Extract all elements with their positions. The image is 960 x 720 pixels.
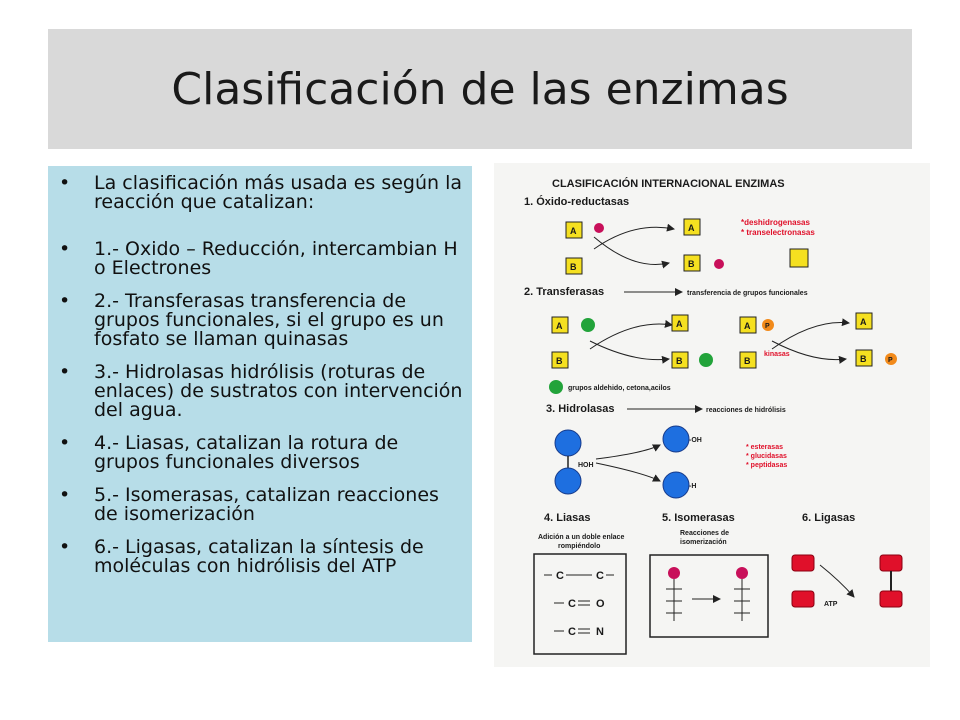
svg-text:A: A [688, 223, 695, 233]
sec3-label: 3. Hidrolasas [546, 403, 614, 415]
bullet-transferasas: 2.- Transferasas transferencia de grupos… [48, 292, 472, 349]
sec1-a-left [565, 221, 583, 239]
sec1-a-right [683, 218, 701, 236]
svg-text:A: A [570, 226, 577, 236]
svg-text:B: B [688, 259, 695, 269]
svg-text:O: O [596, 598, 605, 610]
title-band: Clasificación de las enzimas [48, 29, 912, 149]
text-panel: La clasificación más usada es según la r… [48, 166, 472, 642]
svg-text:C: C [568, 598, 576, 610]
slide-title: Clasificación de las enzimas [171, 63, 789, 115]
sec1-h-right [714, 259, 724, 269]
svg-text:B: B [556, 356, 563, 366]
svg-text:*deshidrogenasas: *deshidrogenasas [741, 218, 810, 227]
bullet-intro: La clasificación más usada es según la r… [48, 174, 472, 212]
svg-text:-OH: -OH [689, 437, 702, 444]
svg-text:C: C [596, 570, 604, 582]
svg-text:A: A [744, 321, 751, 331]
svg-text:A: A [860, 317, 867, 327]
svg-text:HOH: HOH [578, 462, 594, 469]
sec5-label: 5. Isomerasas [662, 512, 735, 524]
svg-text:P: P [888, 357, 893, 364]
svg-text:-H: -H [689, 483, 696, 490]
svg-text:transferencia de grupos funcio: transferencia de grupos funcionales [687, 290, 808, 297]
sec2-diagram: A B A B grupos aldehido, cetona,acilos A… [549, 312, 897, 394]
svg-text:* glucidasas: * glucidasas [746, 453, 787, 460]
figure-heading: CLASIFICACIÓN INTERNACIONAL ENZIMAS [552, 177, 785, 190]
svg-text:* esterasas: * esterasas [746, 444, 783, 451]
svg-text:C: C [568, 626, 576, 638]
bullet-isomerasas: 5.- Isomerasas, catalizan reacciones de … [48, 486, 472, 524]
svg-text:P: P [765, 323, 770, 330]
sec1-b-left [565, 257, 583, 275]
sec1-diagram: A B A B *deshidrogenasas * transelectron… [565, 218, 815, 275]
bullet-list: La clasificación más usada es según la r… [48, 174, 472, 590]
svg-text:grupos aldehido, cetona,acilos: grupos aldehido, cetona,acilos [568, 385, 671, 392]
figure-diagram: CLASIFICACIÓN INTERNACIONAL ENZIMAS 1. Ó… [524, 177, 903, 655]
svg-text:rompiéndolo: rompiéndolo [558, 543, 600, 550]
svg-text:C: C [556, 570, 564, 582]
sec4-label: 4. Liasas [544, 512, 590, 524]
svg-text:reacciones de hidrólisis: reacciones de hidrólisis [706, 407, 786, 414]
ligasas-diagram: ATP [791, 554, 903, 608]
bullet-liasas: 4.- Liasas, catalizan la rotura de grupo… [48, 434, 472, 472]
svg-text:B: B [744, 356, 751, 366]
svg-text:* transelectronasas: * transelectronasas [741, 228, 815, 237]
svg-text:kinasas: kinasas [764, 351, 790, 358]
sec1-arrow-up [593, 223, 675, 250]
svg-text:Reacciones de: Reacciones de [680, 530, 729, 537]
svg-text:N: N [596, 626, 604, 638]
sec1-label: 1. Óxido-reductasas [524, 195, 629, 208]
sec1-arrow-down [593, 236, 670, 269]
svg-text:* peptidasas: * peptidasas [746, 462, 787, 469]
bullet-ligasas: 6.- Ligasas, catalizan la síntesis de mo… [48, 538, 472, 576]
enzyme-classification-figure: CLASIFICACIÓN INTERNACIONAL ENZIMAS 1. Ó… [494, 163, 930, 667]
sec2-label: 2. Transferasas [524, 286, 604, 298]
sec1-square [789, 248, 809, 268]
svg-text:isomerización: isomerización [680, 539, 727, 546]
svg-text:B: B [860, 354, 867, 364]
svg-text:B: B [676, 356, 683, 366]
svg-text:A: A [676, 319, 683, 329]
svg-text:Adición a un doble enlace: Adición a un doble enlace [538, 534, 624, 541]
svg-text:B: B [570, 262, 577, 272]
sec1-b-right [683, 254, 701, 272]
bullet-hidrolasas: 3.- Hidrolasas hidrólisis (roturas de en… [48, 363, 472, 420]
isomerasas-box [649, 554, 769, 638]
sec1-h-left [594, 223, 604, 233]
svg-text:ATP: ATP [824, 601, 838, 608]
liasas-box: C C C O C N [533, 553, 627, 655]
sec6-label: 6. Ligasas [802, 512, 855, 524]
svg-text:A: A [556, 321, 563, 331]
sec3-diagram: HOH -OH -H * esterasas * glucidasas * pe… [554, 425, 787, 499]
bullet-oxidorreductasas: 1.- Oxido – Reducción, intercambian H o … [48, 240, 472, 278]
